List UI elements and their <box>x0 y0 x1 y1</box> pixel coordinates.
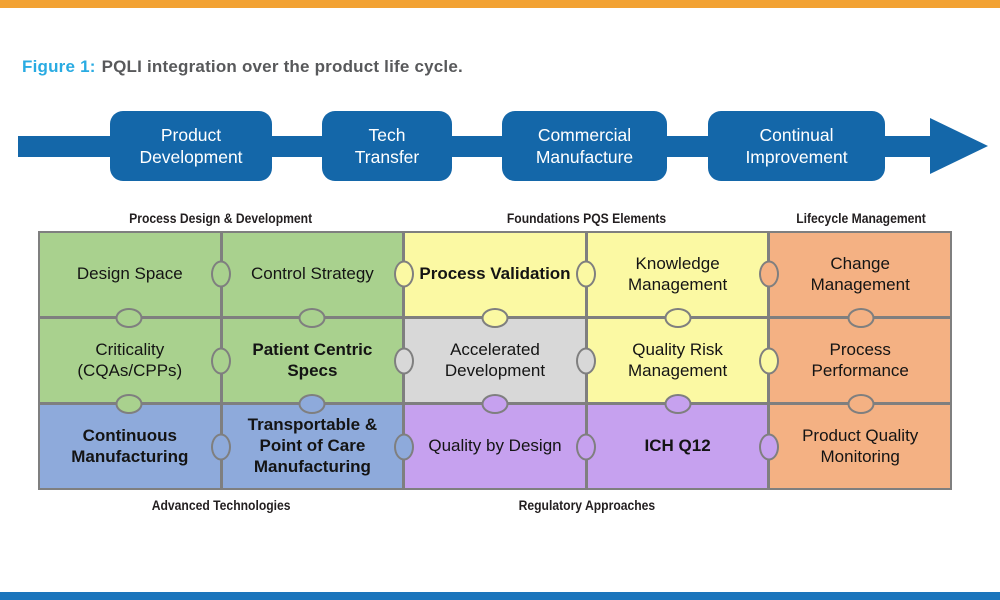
puzzle-cell-design-space: Design Space <box>40 233 220 316</box>
puzzle-cell-change-management: Change Management <box>770 233 950 316</box>
timeline-arrowhead-icon <box>930 118 988 174</box>
section-label-advanced-technologies: Advanced Technologies <box>151 498 291 513</box>
section-label-process-design-development: Process Design & Development <box>129 211 313 226</box>
timeline-stage-continual-improvement: Continual Improvement <box>708 111 885 181</box>
puzzle-cell-continuous-manufacturing: Continuous Manufacturing <box>40 405 220 488</box>
puzzle-cell-ich-q12: ICH Q12 <box>587 405 768 488</box>
puzzle-cell-knowledge-management: Knowledge Management <box>587 233 768 316</box>
stage-label-line: Product <box>160 124 222 145</box>
figure-caption-number: Figure 1: <box>22 57 96 76</box>
puzzle-cell-quality-by-design: Quality by Design <box>405 405 585 488</box>
puzzle-grid: Design Space Control Strategy Process Va… <box>38 231 952 490</box>
puzzle-cell-quality-risk-management: Quality Risk Management <box>587 319 768 402</box>
stage-label-line: Improvement <box>745 147 848 167</box>
timeline-stage-commercial-manufacture: Commercial Manufacture <box>502 111 667 181</box>
section-label-lifecycle-management: Lifecycle Management <box>796 211 926 226</box>
top-accent-bar <box>0 0 1000 8</box>
puzzle-cell-accelerated-development: Accelerated Development <box>405 319 585 402</box>
stage-label-line: Tech <box>368 124 406 145</box>
stage-label-line: Transfer <box>354 147 420 167</box>
timeline-stage-tech-transfer: Tech Transfer <box>322 111 452 181</box>
puzzle-cell-patient-centric-specs: Patient Centric Specs <box>222 319 403 402</box>
stage-label-line: Commercial <box>537 124 632 145</box>
figure-caption: Figure 1: PQLI integration over the produ… <box>22 57 463 77</box>
puzzle-cell-product-quality-monitoring: Product Quality Monitoring <box>770 405 950 488</box>
puzzle-cell-process-performance: Process Performance <box>770 319 950 402</box>
bottom-accent-bar <box>0 592 1000 600</box>
stage-label-line: Development <box>139 147 243 167</box>
section-label-foundations-pqs-elements: Foundations PQS Elements <box>507 211 667 226</box>
puzzle-cell-process-validation: Process Validation <box>405 233 585 316</box>
puzzle-cell-criticality: Criticality (CQAs/CPPs) <box>40 319 220 402</box>
puzzle-cell-transportable-poc-manufacturing: Transportable & Point of Care Manufactur… <box>222 405 403 488</box>
stage-label-line: Manufacture <box>535 147 634 167</box>
stage-label-line: Continual <box>759 124 834 145</box>
figure-caption-text: PQLI integration over the product life c… <box>101 57 463 76</box>
puzzle-cell-control-strategy: Control Strategy <box>222 233 403 316</box>
timeline-stage-product-development: Product Development <box>110 111 272 181</box>
section-label-regulatory-approaches: Regulatory Approaches <box>518 498 656 513</box>
